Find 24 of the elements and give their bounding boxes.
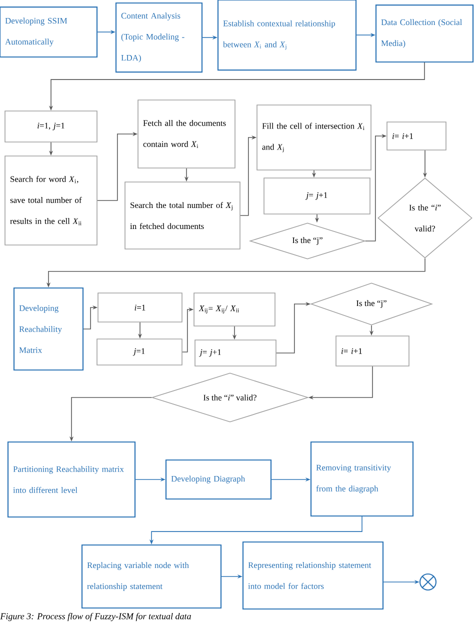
end-symbol [419, 573, 437, 591]
process-box: Fill the cell of intersection X$_{i}$ and X$_{j}$ [256, 104, 372, 170]
caption: Figure 3: Process flow of Fuzzy-ISM for textual data [0, 612, 191, 622]
process-box: i= i+1 [336, 336, 410, 366]
process-box: Search for word X$_{i}$, save total number of results in the cell X$_{ii}$ [4, 156, 98, 246]
process-box: X$_{ij}$= X$_{ij}$/ X$_{ii}$ [194, 292, 276, 326]
process-box: Representing relationship statement into model for factors [242, 541, 384, 610]
process-box: j= j+1 [194, 340, 276, 366]
process-box: j= j+1 [264, 178, 370, 214]
process-box: i= i+1 [386, 122, 446, 150]
process-box: Replacing variable node with relationship statement [81, 544, 222, 609]
process-box: Content Analysis (Topic Modeling - LDA) [115, 2, 203, 73]
process-box: Developing SSIM Automatically [0, 6, 98, 58]
process-box: Search the total number of X$_{j}$ in fetched documents [124, 182, 240, 250]
process-box: j=1 [96, 338, 182, 366]
process-box: Data Collection (Social Media) [375, 4, 474, 63]
process-box: Partitioning Reachability matrix into different level [7, 441, 136, 518]
process-box: Developing Reachability Matrix [13, 287, 84, 371]
process-box: i=1 [98, 292, 182, 322]
process-box: Developing Diagraph [165, 459, 272, 500]
process-box: Establish contextual relationship between X$_{i}$ and X$_{j}$ [217, 0, 357, 71]
process-box: Removing transitivity from the diagraph [310, 441, 414, 517]
process-box: Fetch all the documents contain word X$_{i}$ [138, 100, 236, 168]
process-box: i=1, j=1 [4, 110, 98, 142]
